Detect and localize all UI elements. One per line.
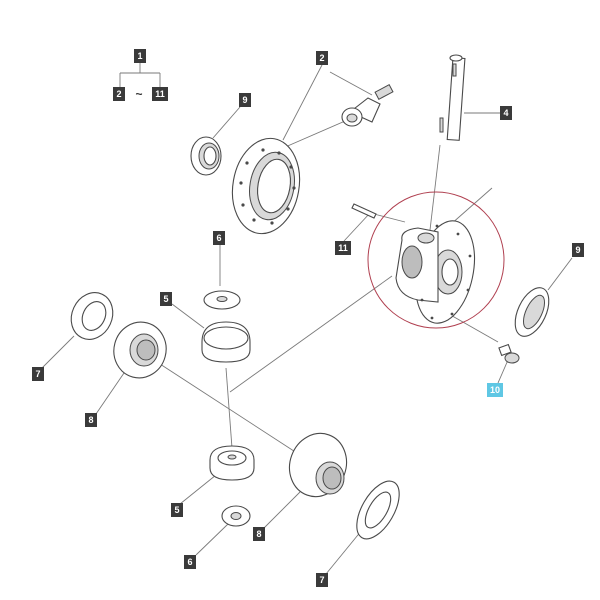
side-gear-left — [113, 321, 167, 379]
svg-text:2: 2 — [319, 53, 324, 63]
bolt — [498, 343, 520, 364]
svg-text:5: 5 — [163, 294, 168, 304]
side-washer-bottom — [356, 480, 400, 540]
differential-case-assembly — [395, 220, 475, 324]
seal-top — [190, 136, 222, 176]
callout-6-top: 6 — [213, 231, 225, 245]
svg-text:8: 8 — [88, 415, 93, 425]
callout-9-right: 9 — [572, 243, 584, 257]
svg-text:2: 2 — [116, 89, 121, 99]
callout-8-left: 8 — [85, 413, 97, 427]
ring-gear — [231, 137, 301, 235]
long-shaft — [439, 54, 466, 141]
callout-4: 4 — [500, 106, 512, 120]
svg-text:9: 9 — [242, 95, 247, 105]
svg-text:7: 7 — [35, 369, 40, 379]
roll-pin — [351, 203, 377, 219]
svg-text:1: 1 — [137, 51, 142, 61]
callout-11: 11 — [335, 241, 351, 255]
leader-lines — [41, 63, 573, 575]
callout-7-bottom: 7 — [316, 573, 328, 587]
callout-11-range-end: 11 — [152, 87, 168, 101]
range-tilde: ~ — [135, 87, 142, 101]
side-washer-left — [70, 292, 114, 340]
callout-1: 1 — [134, 49, 146, 63]
callout-9-top: 9 — [239, 93, 251, 107]
pinion-shaft — [341, 84, 394, 127]
svg-text:8: 8 — [256, 529, 261, 539]
side-gear-bottom — [288, 432, 348, 498]
callout-2-top: 2 — [316, 51, 328, 65]
callout-5-bottom: 5 — [171, 503, 183, 517]
svg-text:9: 9 — [575, 245, 580, 255]
svg-text:4: 4 — [503, 108, 508, 118]
pinion-gear-top — [201, 321, 251, 363]
thrust-washer-top — [203, 290, 241, 310]
assembly-highlight-circle — [367, 191, 505, 329]
callout-10: 10 — [487, 383, 503, 397]
svg-text:6: 6 — [216, 233, 221, 243]
callout-2-range-start: 2 — [113, 87, 125, 101]
svg-text:6: 6 — [187, 557, 192, 567]
svg-text:7: 7 — [319, 575, 324, 585]
svg-text:5: 5 — [174, 505, 179, 515]
callout-6-bottom: 6 — [184, 555, 196, 569]
callout-5-top: 5 — [160, 292, 172, 306]
svg-text:11: 11 — [155, 89, 165, 99]
seal-right — [514, 287, 550, 337]
callout-8-bottom: 8 — [253, 527, 265, 541]
thrust-washer-bottom — [221, 505, 251, 527]
callout-7-left: 7 — [32, 367, 44, 381]
svg-text:10: 10 — [490, 385, 500, 395]
pinion-gear-bottom — [209, 445, 255, 481]
svg-text:11: 11 — [338, 243, 348, 253]
